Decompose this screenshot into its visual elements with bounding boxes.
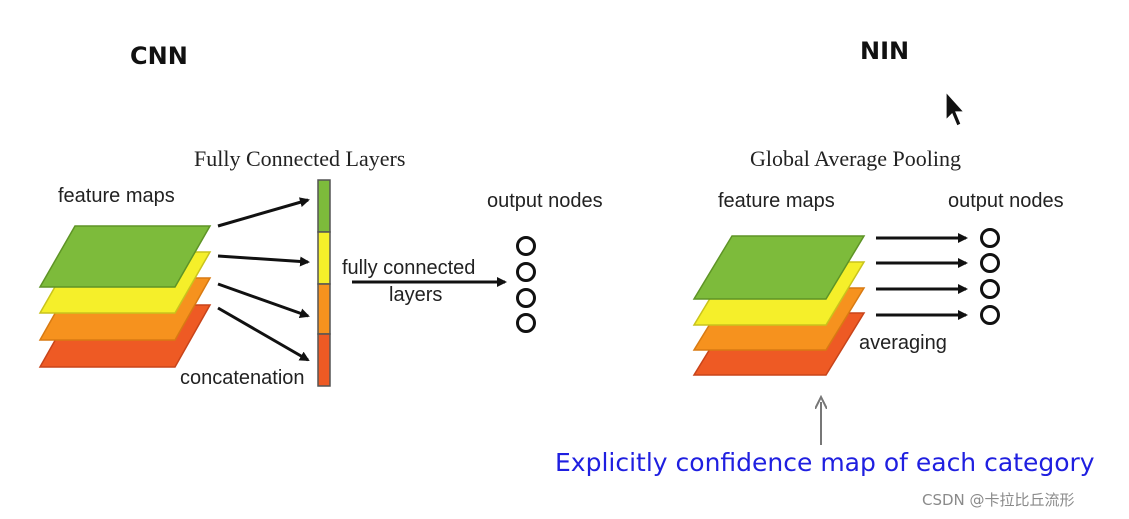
cnn-arrow-1 — [217, 197, 310, 228]
nin-output-nodes — [980, 228, 1000, 325]
nin-feature-map-green — [692, 235, 866, 300]
cnn-output-nodes-label: output nodes — [487, 190, 603, 212]
cnn-bar-red — [317, 333, 331, 387]
cnn-fc-arrows — [217, 197, 310, 362]
nin-averaging-arrows — [876, 233, 968, 320]
cnn-output-node — [516, 288, 536, 308]
cnn-concatenation-label: concatenation — [180, 367, 305, 389]
cnn-output-node — [516, 313, 536, 333]
nin-feature-maps-label: feature maps — [718, 190, 835, 212]
nin-output-node — [980, 279, 1000, 299]
nin-output-node — [980, 228, 1000, 248]
cnn-output-node — [516, 262, 536, 282]
cnn-output-nodes — [516, 236, 536, 333]
cnn-output-node — [516, 236, 536, 256]
nin-heading: NIN — [860, 37, 910, 65]
cnn-section-title: Fully Connected Layers — [194, 146, 406, 171]
cnn-fc-label-line2: layers — [389, 284, 443, 306]
cnn-concatenated-bar — [317, 179, 331, 387]
cnn-heading: CNN — [130, 42, 188, 70]
nin-averaging-label: averaging — [859, 332, 947, 354]
cnn-arrow-2 — [217, 254, 310, 267]
caption-text: Explicitly confidence map of each catego… — [555, 448, 1095, 477]
nin-output-nodes-label: output nodes — [948, 190, 1064, 212]
cnn-feature-map-green — [38, 225, 212, 288]
cnn-feature-maps-label: feature maps — [58, 185, 175, 207]
nin-feature-map-stack — [692, 235, 866, 376]
watermark-text: CSDN @卡拉比丘流形 — [922, 491, 1075, 509]
cnn-feature-map-stack — [38, 225, 212, 368]
cnn-fc-label-line1: fully connected — [342, 257, 476, 279]
cnn-bar-green — [317, 179, 331, 233]
cnn-bar-yellow — [317, 231, 331, 285]
cnn-arrow-4 — [217, 306, 310, 362]
nin-section-title: Global Average Pooling — [750, 146, 961, 171]
nin-output-node — [980, 253, 1000, 273]
cnn-bar-orange — [317, 283, 331, 335]
nin-output-node — [980, 305, 1000, 325]
mouse-cursor-icon — [945, 90, 966, 127]
cnn-arrow-3 — [217, 282, 310, 319]
